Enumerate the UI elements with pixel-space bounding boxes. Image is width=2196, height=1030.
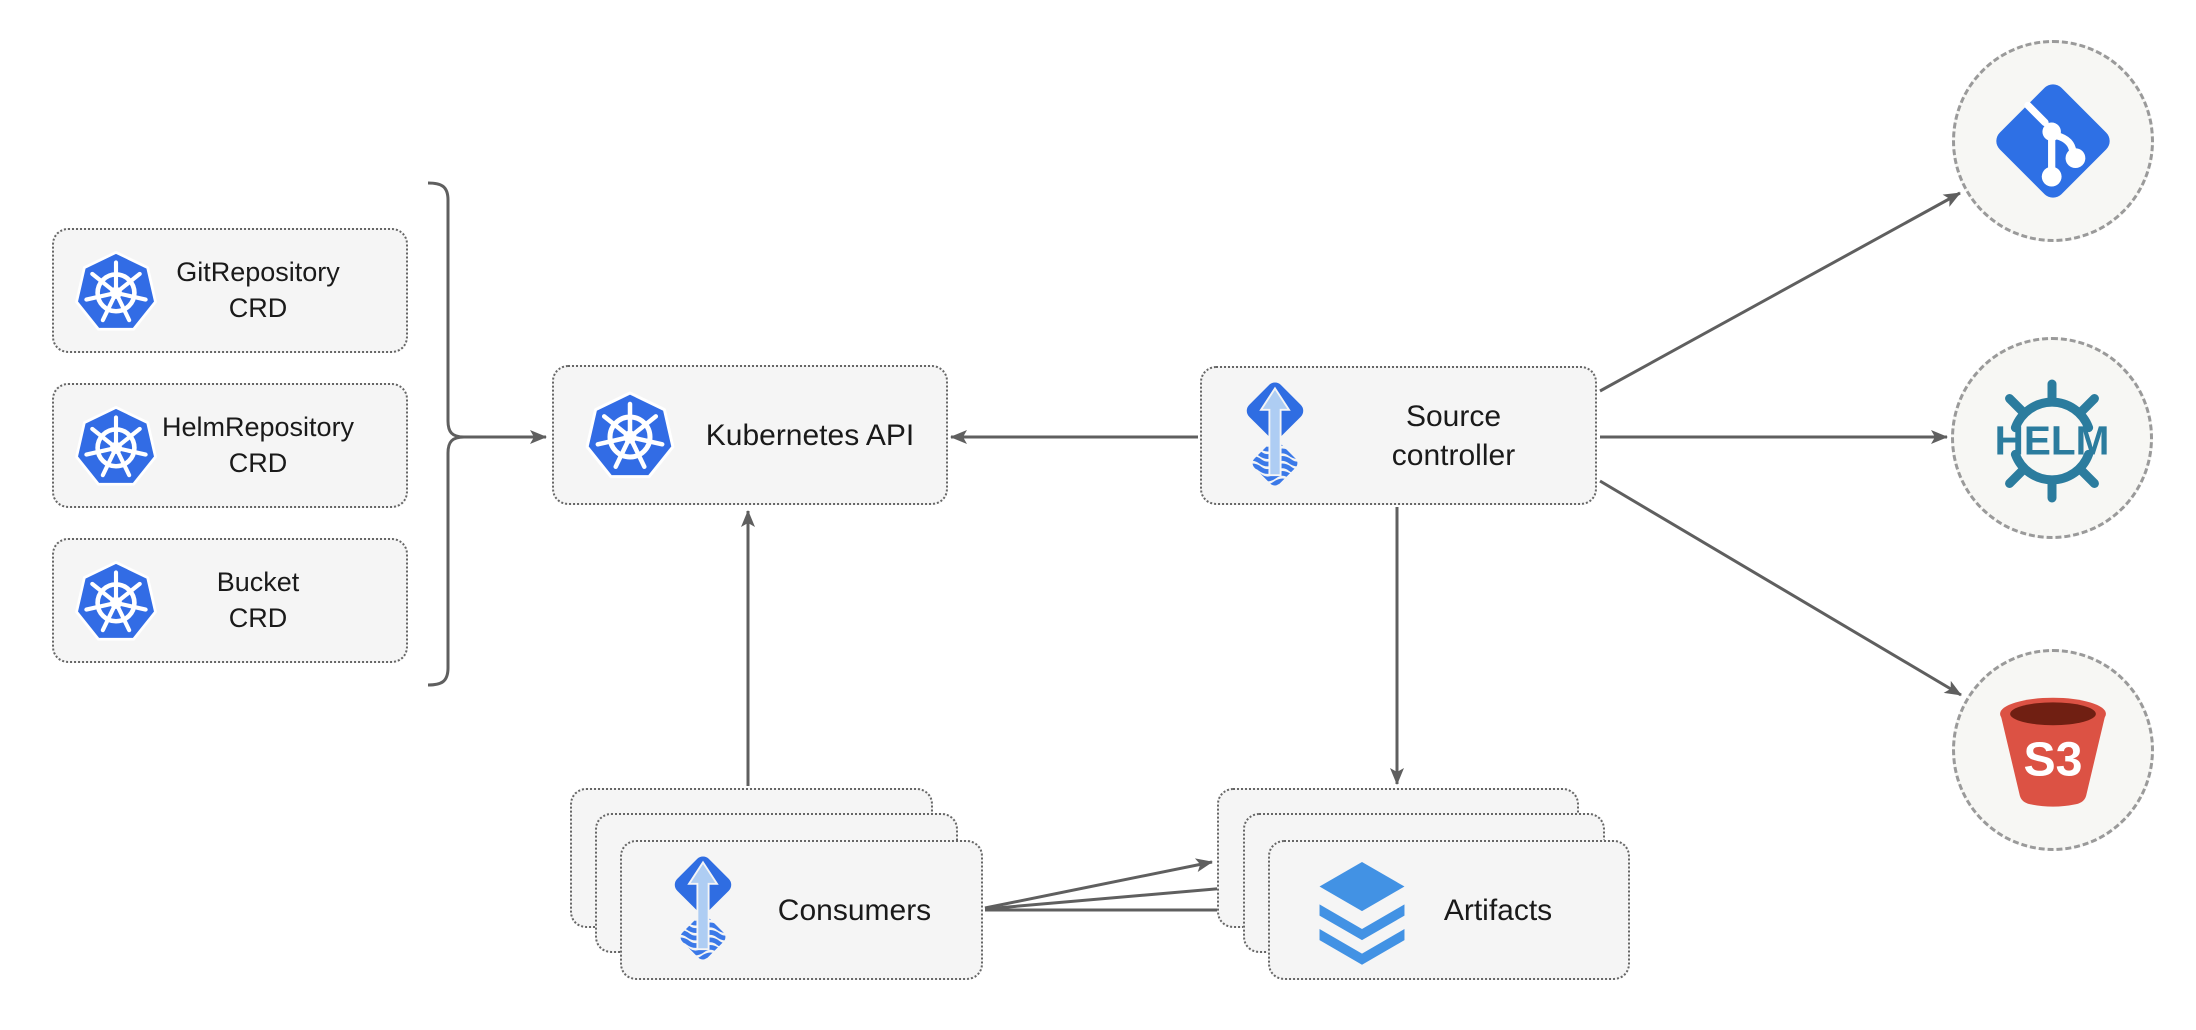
artifacts-label: Artifacts [1443,893,1553,927]
node-source-controller: Source controller [1200,366,1597,505]
source-controller-label: Source controller [1391,399,1516,472]
layers-icon [1319,861,1405,965]
arrow-source-controller-to-s3 [1599,479,1962,697]
arrow-consumers-to-artifacts-middle [984,881,1239,911]
node-git-source [1952,40,2154,242]
git-branch-icon [1996,84,2110,198]
node-s3-source: S3 [1952,649,2154,851]
kubernetes-icon [70,245,162,337]
gitrepository-crd-label: GitRepository CRD [176,257,340,323]
helmrepository-crd-label: HelmRepository CRD [162,412,355,478]
s3-text: S3 [2024,732,2083,786]
s3-bucket-icon: S3 [2000,697,2106,807]
flux-source-icon [1228,379,1322,493]
node-artifacts: Artifacts [1268,840,1630,980]
crd-group-bracket [427,181,465,687]
node-helm-source: HELM [1951,337,2153,539]
node-consumers: Consumers [620,840,983,980]
kubernetes-icon [70,555,162,647]
node-kubernetes-api: Kubernetes API [552,365,948,505]
helm-wheel-icon: HELM [1995,379,2110,503]
bucket-crd-label: Bucket CRD [216,567,300,633]
arrow-source-controller-to-git [1599,191,1961,393]
kubernetes-api-label: Kubernetes API [705,418,915,452]
node-helmrepository-crd: HelmRepository CRD [52,383,408,508]
node-gitrepository-crd: GitRepository CRD [52,228,408,353]
consumers-label: Consumers [777,893,932,927]
kubernetes-icon [580,385,680,485]
arrow-consumers-to-artifacts-back [984,858,1213,910]
helm-text: HELM [1995,418,2110,464]
node-bucket-crd: Bucket CRD [52,538,408,663]
flux-source-icon [656,853,750,967]
kubernetes-icon [70,400,162,492]
